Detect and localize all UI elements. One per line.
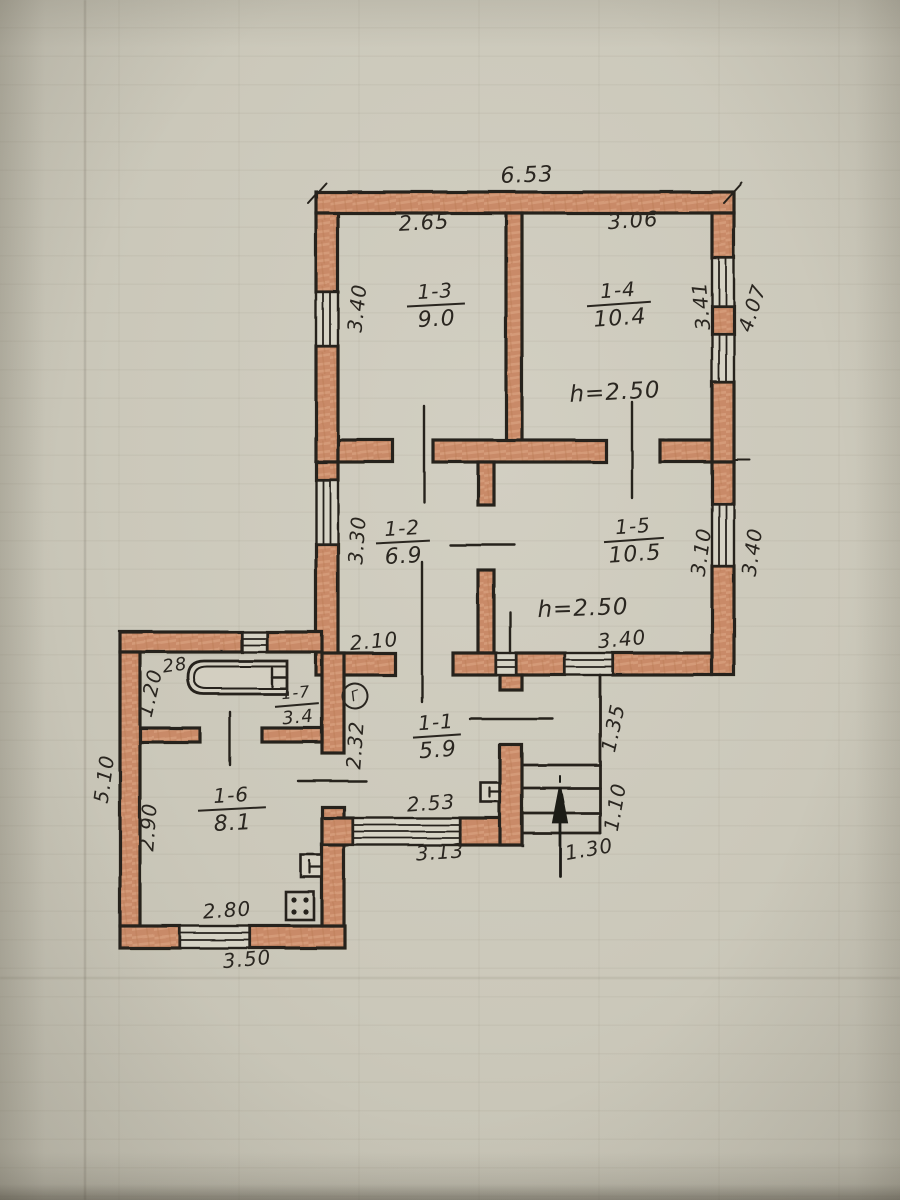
bathtub-icon — [186, 659, 289, 696]
paper-crease — [84, 0, 86, 1200]
stove-icon — [284, 890, 316, 922]
window — [710, 332, 736, 384]
window — [178, 924, 252, 950]
window — [710, 502, 736, 568]
sink-icon — [479, 781, 503, 804]
window — [710, 256, 736, 308]
doorway-hatch — [494, 651, 518, 677]
paper-crease — [0, 977, 900, 979]
dimension-ticks — [307, 182, 751, 461]
door-swing-lines — [228, 400, 634, 783]
window — [314, 290, 340, 348]
entrance-door-hatch — [563, 651, 615, 677]
window — [351, 816, 462, 847]
window — [240, 630, 269, 654]
water-heater-icon — [299, 853, 324, 879]
entrance-arrow — [551, 775, 569, 878]
window — [314, 478, 340, 546]
